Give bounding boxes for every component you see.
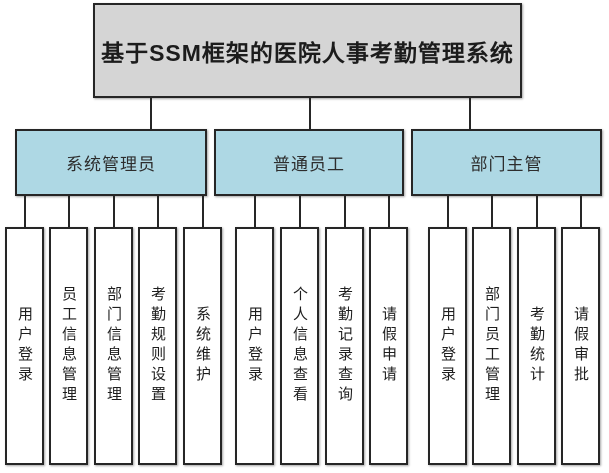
- connector-line: [253, 196, 256, 227]
- leaf-label: 用户登录: [246, 306, 263, 386]
- root-node: 基于SSM框架的医院人事考勤管理系统: [93, 3, 522, 98]
- leaf-node: 个人信息查看: [280, 227, 319, 465]
- leaf-label: 系统维护: [194, 306, 211, 386]
- leaf-node: 考勤统计: [517, 227, 556, 465]
- connector-line: [387, 196, 390, 227]
- leaf-label: 考勤规则设置: [149, 286, 166, 406]
- role-node-manager: 部门主管: [411, 129, 602, 196]
- role-node-admin: 系统管理员: [15, 129, 207, 196]
- connector-line: [112, 196, 115, 227]
- connector-line: [201, 196, 204, 227]
- leaf-label: 用户登录: [439, 306, 456, 386]
- connector-line: [446, 196, 449, 227]
- leaf-label: 考勤记录查询: [336, 286, 353, 406]
- role-node-employee: 普通员工: [214, 129, 404, 196]
- leaf-node: 用户登录: [235, 227, 274, 465]
- connector-line: [298, 196, 301, 227]
- connector-line: [343, 196, 346, 227]
- connector-line: [23, 196, 26, 227]
- leaf-node: 请假申请: [369, 227, 408, 465]
- leaf-label: 考勤统计: [528, 306, 545, 386]
- connector-line: [309, 98, 311, 129]
- connector-line: [579, 196, 582, 227]
- leaf-node: 考勤规则设置: [138, 227, 177, 465]
- leaf-node: 用户登录: [5, 227, 44, 465]
- leaf-node: 系统维护: [183, 227, 222, 465]
- connector-line: [150, 98, 152, 129]
- role-label: 系统管理员: [66, 155, 156, 174]
- leaf-label: 部门员工管理: [483, 286, 500, 406]
- connector-line: [535, 196, 538, 227]
- leaf-label: 部门信息管理: [105, 286, 122, 406]
- leaf-node: 用户登录: [428, 227, 467, 465]
- role-label: 普通员工: [273, 155, 345, 174]
- leaf-node: 考勤记录查询: [325, 227, 364, 465]
- connector-line: [490, 196, 493, 227]
- connector-line: [469, 98, 471, 129]
- leaf-label: 个人信息查看: [291, 286, 308, 406]
- leaf-node: 员工信息管理: [49, 227, 88, 465]
- leaf-node: 部门员工管理: [472, 227, 511, 465]
- leaf-node: 请假审批: [561, 227, 600, 465]
- leaf-label: 请假审批: [572, 306, 589, 386]
- leaf-label: 员工信息管理: [60, 286, 77, 406]
- leaf-label: 用户登录: [16, 306, 33, 386]
- connector-line: [67, 196, 70, 227]
- leaf-label: 请假申请: [380, 306, 397, 386]
- role-label: 部门主管: [470, 155, 543, 174]
- connector-line: [156, 196, 159, 227]
- root-title: 基于SSM框架的医院人事考勤管理系统: [101, 39, 514, 66]
- leaf-node: 部门信息管理: [94, 227, 133, 465]
